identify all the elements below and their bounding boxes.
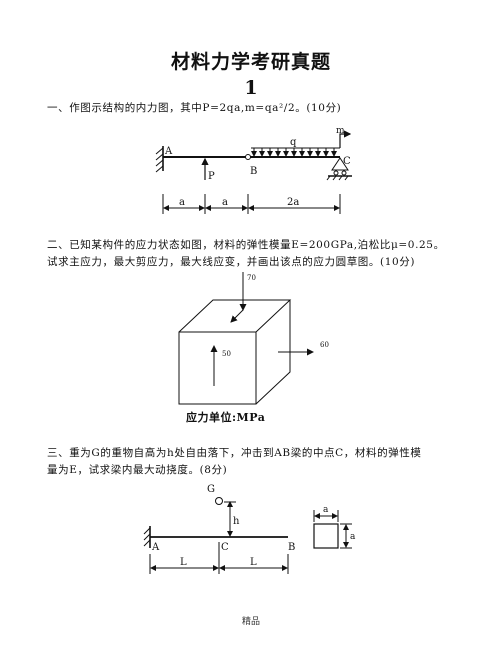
svg-text:2a: 2a xyxy=(287,197,299,208)
distributed-load xyxy=(251,147,340,157)
label-c: C xyxy=(221,542,229,553)
q1-dimensions: a a 2a xyxy=(162,194,341,214)
page-number: 1 xyxy=(244,77,258,99)
stress-top-diag xyxy=(230,309,244,323)
q2-stress-element: 70 50 60 xyxy=(178,272,329,405)
hinge-b xyxy=(245,154,251,160)
label-h: h xyxy=(233,516,240,527)
stress-front-label: 50 xyxy=(222,350,231,358)
label-p: P xyxy=(208,171,215,182)
moment-m xyxy=(339,130,352,148)
q3-dimensions: L L xyxy=(149,542,289,574)
label-q: q xyxy=(290,137,297,148)
roller-support-c xyxy=(326,157,352,181)
stress-side-label: 60 xyxy=(320,341,329,349)
svg-text:a: a xyxy=(222,197,228,208)
weight-g xyxy=(215,497,223,505)
label-b: B xyxy=(288,542,295,553)
label-a: A xyxy=(164,146,173,157)
label-a: A xyxy=(151,542,160,553)
stress-top-label: 70 xyxy=(247,274,256,282)
svg-text:a: a xyxy=(350,532,356,542)
unit-caption: 应力单位:MPa xyxy=(186,411,266,424)
question-2-line-1: 二、已知某构件的应力状态如图，材料的弹性模量E=200GPa,泊松比μ=0.25… xyxy=(47,239,445,251)
q3-impact-beam-diagram: G h A C B L L a a xyxy=(143,484,356,574)
fixed-support-a xyxy=(143,526,151,548)
label-c: C xyxy=(343,156,351,167)
svg-text:L: L xyxy=(250,557,257,568)
q1-beam-diagram: A B C P q m a a 2a xyxy=(155,126,352,214)
question-1-text: 一、作图示结构的内力图，其中P=2qa,m=qa²/2。(10分) xyxy=(47,102,342,114)
cube xyxy=(178,299,292,405)
question-3-line-1: 三、重为G的重物自高为h处自由落下，冲击到AB梁的中点C，材料的弹性模 xyxy=(47,447,422,459)
document-title: 材料力学考研真题 xyxy=(170,51,331,73)
svg-text:L: L xyxy=(180,557,187,568)
question-2-line-2: 试求主应力，最大剪应力，最大线应变，并画出该点的应力圆草图。(10分) xyxy=(47,256,416,268)
cross-section: a a xyxy=(313,505,356,549)
page-footer: 精品 xyxy=(241,617,260,627)
label-m: m xyxy=(336,126,345,136)
svg-text:a: a xyxy=(179,197,185,208)
label-b: B xyxy=(250,166,257,177)
label-g: G xyxy=(207,484,215,495)
svg-text:a: a xyxy=(323,505,329,515)
fixed-support-a xyxy=(155,146,164,173)
question-3-line-2: 量为E，试求梁内最大动挠度。(8分) xyxy=(47,464,228,476)
